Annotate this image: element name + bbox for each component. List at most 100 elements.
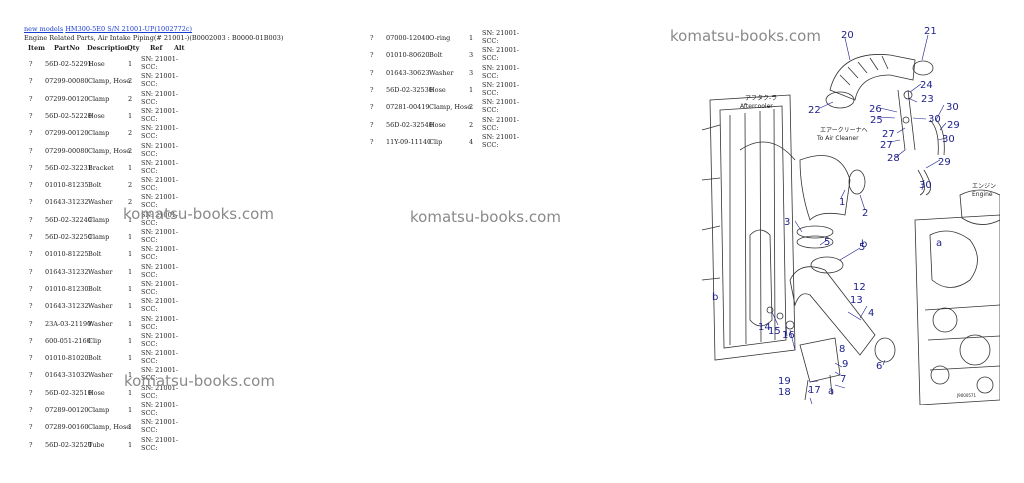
aftercooler-drawing (701, 94, 796, 361)
part-qty: 2 (469, 103, 474, 112)
part-number: 56D-02-32530 (386, 85, 433, 94)
part-number: 56D-02-52291 (45, 60, 92, 68)
part-qty: 2 (128, 181, 133, 190)
watermark: komatsu-books.com (670, 27, 821, 45)
part-description: Clip (429, 137, 443, 146)
part-ref: SN: 21001-SCC: (141, 89, 179, 106)
part-qty: 1 (128, 267, 133, 276)
callout-6: 6 (876, 361, 882, 372)
callout-1: 1 (839, 197, 845, 208)
item-marker: ? (370, 51, 374, 60)
part-ref: SN: 21001-SCC: (482, 115, 520, 132)
callout-16: 16 (782, 330, 795, 341)
item-marker: ? (29, 440, 33, 449)
part-qty: 1 (128, 354, 133, 363)
part-description: Bolt (88, 354, 102, 363)
item-marker: ? (29, 284, 33, 293)
drawing-number: J9000571 (956, 393, 976, 398)
part-qty: 1 (128, 423, 133, 432)
part-number: 01010-81020 (45, 354, 89, 363)
part-description: Clamp (88, 406, 110, 414)
callout-numbers: 20 21 22 24 23 26 25 30 27 27 28 30 29 3… (712, 26, 960, 398)
callout-7: 7 (840, 374, 846, 385)
item-marker: ? (370, 68, 374, 77)
part-number: 01643-31232 (45, 267, 89, 276)
callout-27: 27 (880, 140, 893, 151)
part-description: Clamp, Hose (429, 103, 472, 112)
part-ref: SN: 21001-SCC: (482, 46, 520, 63)
part-description: Bolt (429, 51, 443, 60)
aftercooler-label: Aftercooler (740, 103, 773, 110)
part-number: 07289-00120 (45, 406, 89, 414)
part-description: O-ring (429, 34, 451, 42)
part-number: 07281-00419 (386, 103, 430, 112)
callout-4: 4 (868, 308, 874, 319)
part-ref: SN: 21001-SCC: (482, 98, 520, 115)
part-description: Tube (88, 440, 105, 449)
part-ref: SN: 21001-SCC: (482, 63, 520, 80)
breadcrumb: new models HM300-5E0 S/N 21001-UP(100277… (24, 25, 192, 33)
part-description: Clamp, Hose (88, 77, 131, 86)
part-ref: SN: 21001-SCC: (141, 106, 179, 123)
part-description: Hose (88, 60, 105, 68)
part-qty: 2 (128, 77, 133, 86)
part-qty: 2 (469, 120, 474, 129)
part-qty: 2 (128, 198, 133, 207)
part-ref: SN: 21001-SCC: (141, 124, 179, 141)
callout-30: 30 (928, 114, 941, 125)
callout-a: a (936, 238, 942, 249)
callout-20: 20 (841, 30, 854, 41)
callout-3: 3 (784, 217, 790, 228)
part-qty: 2 (128, 94, 133, 103)
breadcrumb-model-link[interactable]: HM300-5E0 S/N 21001-UP(1002772c) (65, 25, 193, 33)
part-number: 07299-00120 (45, 129, 89, 138)
part-ref: SN: 21001-SCC: (141, 193, 179, 210)
part-number: 600-051-2160 (45, 336, 91, 345)
part-ref: SN: 21001-SCC: (141, 383, 179, 400)
part-description: Washer (88, 371, 113, 380)
part-description: Bolt (88, 284, 102, 293)
air-cleaner-label-jp: エアークリーナへ (820, 127, 868, 134)
part-qty: 1 (128, 233, 133, 241)
watermark: komatsu-books.com (124, 372, 275, 390)
part-ref: SN: 21001-SCC: (141, 228, 179, 244)
callout-leaders (771, 34, 947, 405)
part-ref: SN: 21001-SCC: (141, 297, 179, 314)
callout-5: 5 (859, 242, 865, 253)
watermark: komatsu-books.com (123, 205, 274, 223)
callout-12: 12 (853, 282, 866, 293)
item-marker: ? (29, 423, 33, 432)
callout-18: 18 (778, 387, 791, 398)
callout-14: 14 (758, 322, 771, 333)
watermark: komatsu-books.com (410, 208, 561, 226)
part-ref: SN: 21001-SCC: (141, 141, 179, 158)
item-marker: ? (29, 250, 33, 259)
part-ref: SN: 21001-SCC: (141, 401, 179, 417)
part-qty: 1 (128, 371, 133, 380)
part-description: Clip (88, 336, 102, 345)
item-marker: ? (29, 111, 33, 120)
part-number: 07299-00120 (45, 94, 89, 103)
aftercooler-label-jp: アフタク-ラ (745, 94, 777, 102)
part-description: Clamp (88, 215, 110, 224)
callout-b: b (712, 292, 718, 303)
part-number: 01643-31232 (45, 302, 89, 311)
part-ref: SN: 21001-SCC: (482, 80, 520, 97)
part-ref: SN: 21001-SCC: (141, 72, 179, 89)
part-number: 56D-02-32231 (45, 163, 92, 172)
breadcrumb-new-models-link[interactable]: new models (24, 25, 64, 33)
callout-26: 26 (869, 104, 882, 115)
part-qty: 1 (128, 284, 133, 293)
